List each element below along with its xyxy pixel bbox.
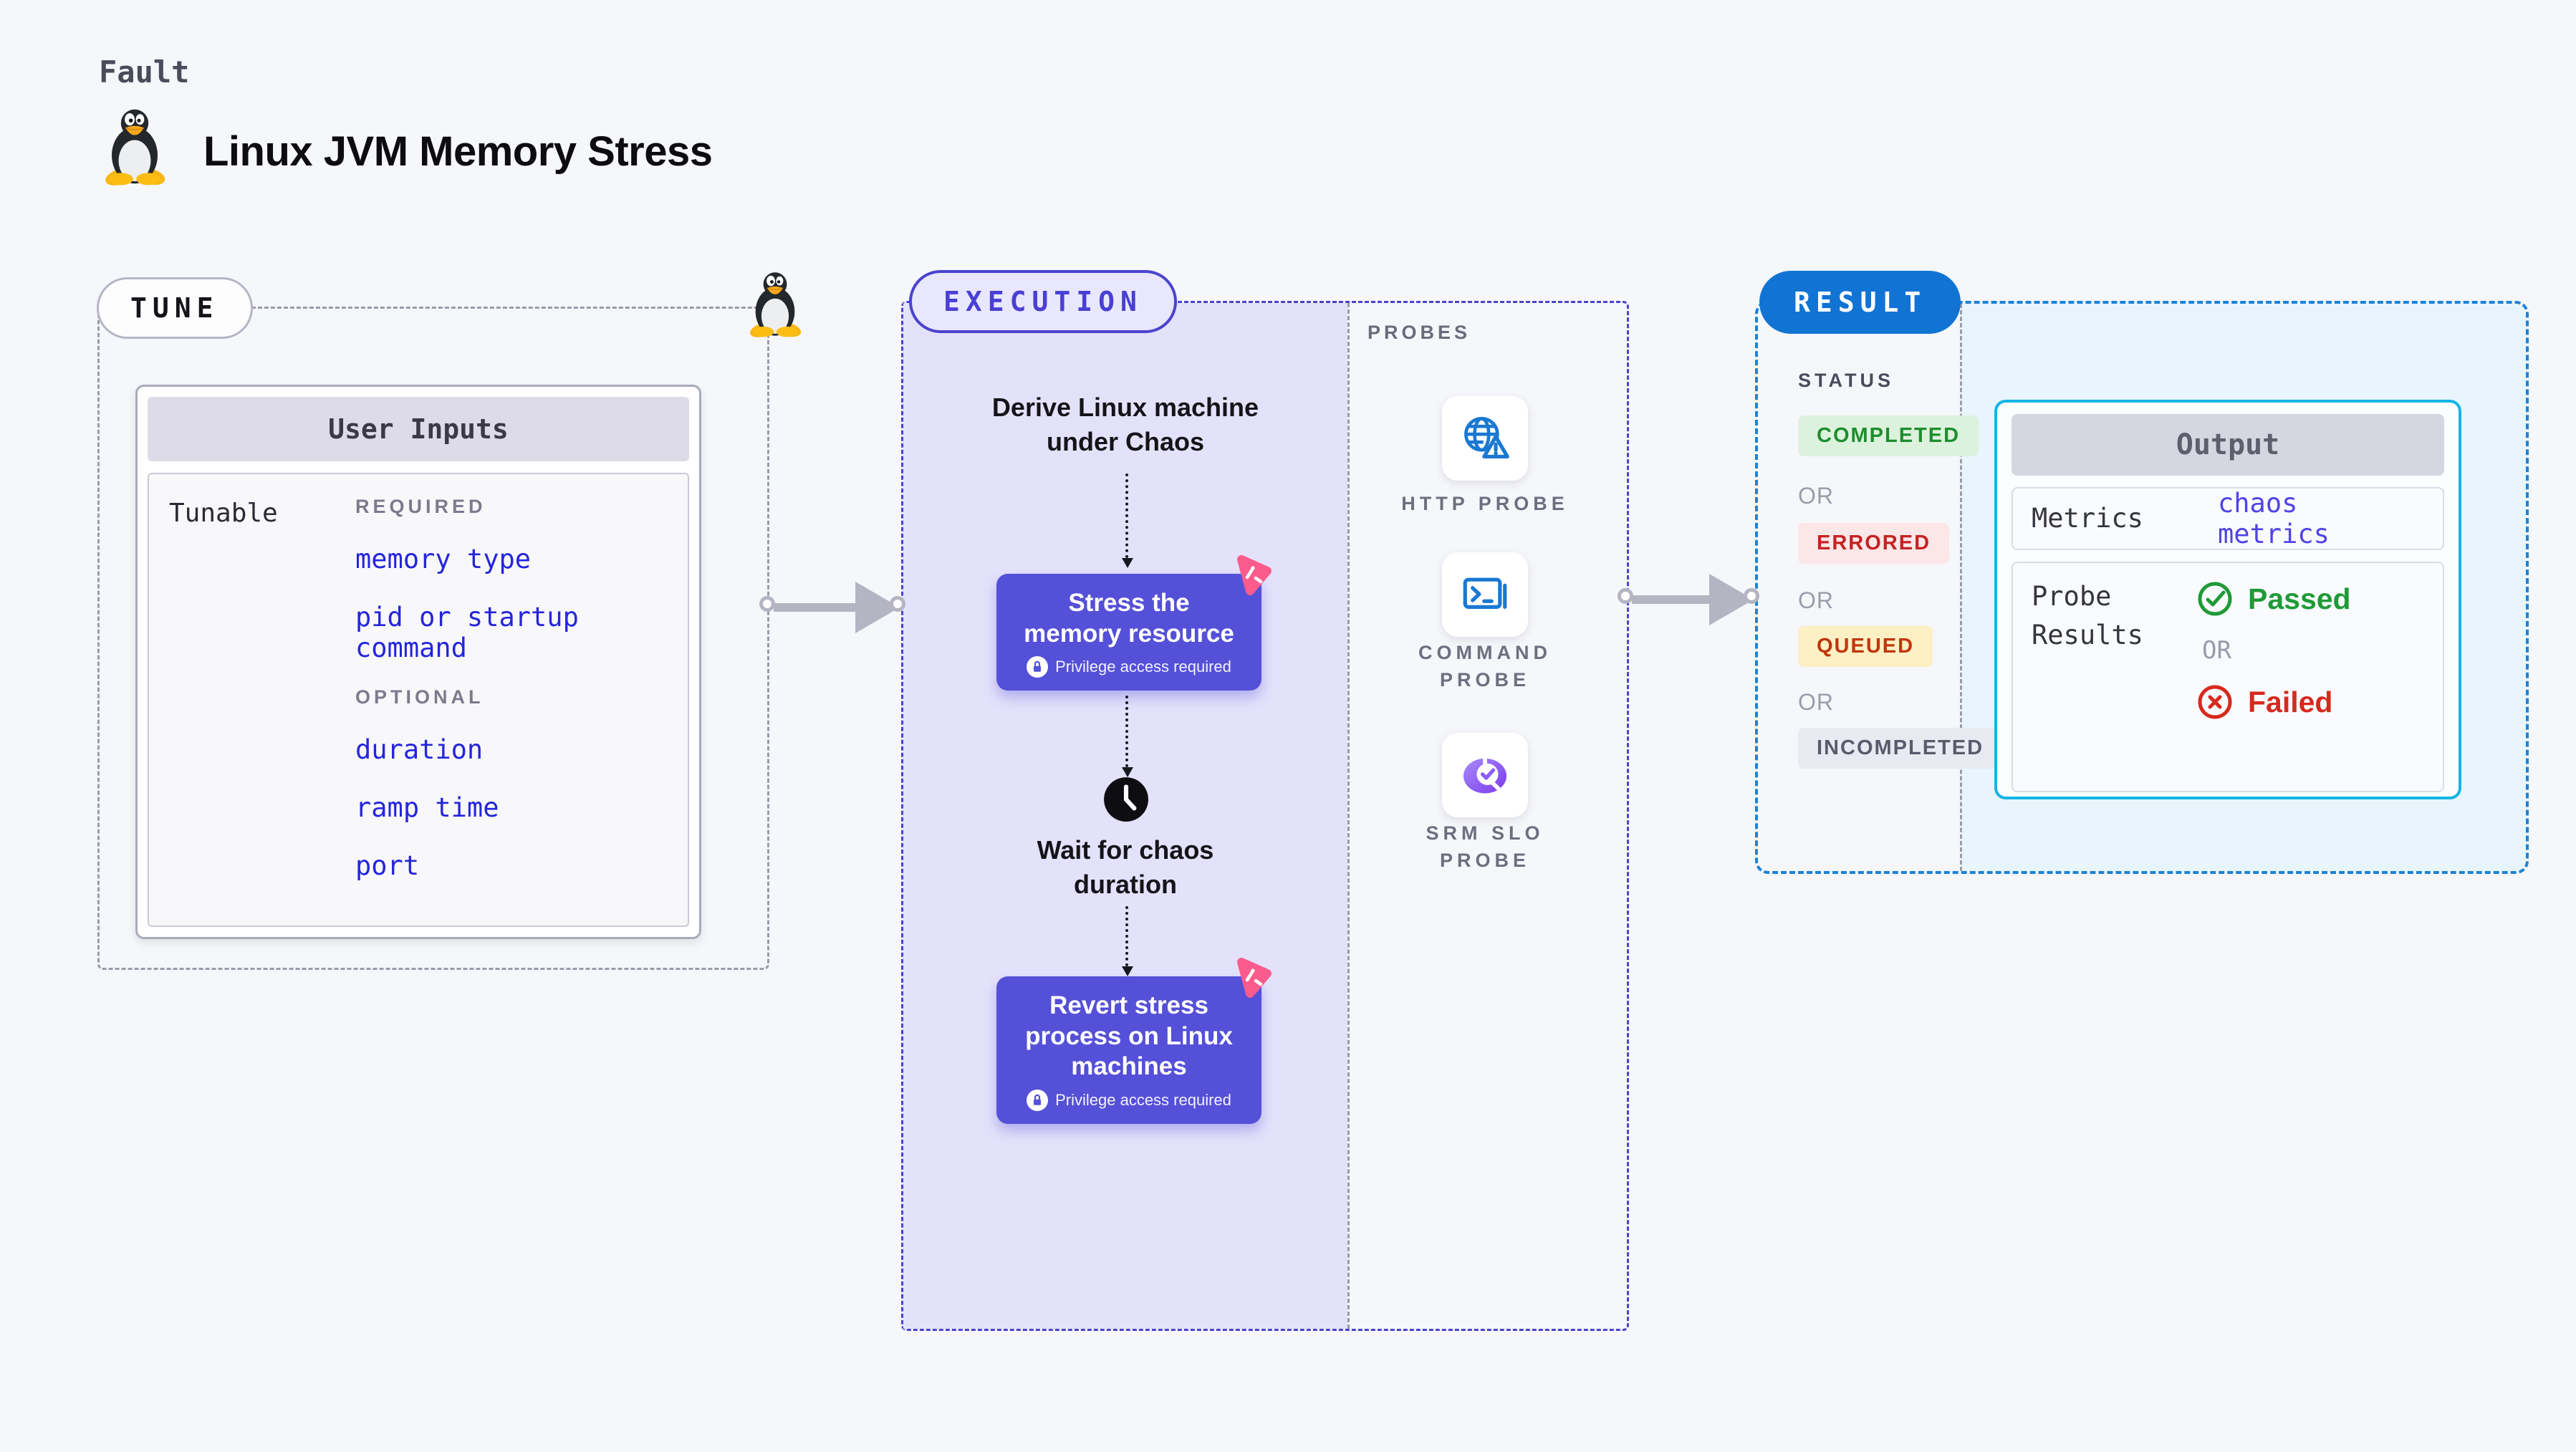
passed-check-icon <box>2198 582 2232 616</box>
linux-tux-corner-icon <box>750 272 802 337</box>
connector-node <box>759 596 775 612</box>
lock-icon <box>1027 656 1049 678</box>
output-title: Output <box>2012 414 2444 476</box>
execution-to-result-arrow <box>1618 565 1759 634</box>
tunable-item-pid-or-startup-command[interactable]: pid or startup command <box>355 602 579 663</box>
optional-heading: OPTIONAL <box>355 686 484 708</box>
wait-step-text: Wait for chaos duration <box>1037 835 1214 899</box>
tunable-item-port[interactable]: port <box>355 850 420 881</box>
status-badge-errored: ERRORED <box>1798 523 1950 564</box>
or-separator: OR <box>1798 587 1834 613</box>
command-probe-card <box>1442 552 1528 637</box>
tune-pill: TUNE <box>97 277 253 339</box>
srm-slo-probe-label: SRM SLO PROBE <box>1426 822 1544 871</box>
status-heading: STATUS <box>1798 370 1894 391</box>
tune-to-execution-arrow <box>759 573 905 642</box>
tunable-item-memory-type[interactable]: memory type <box>355 544 532 574</box>
or-separator: OR <box>2202 636 2231 665</box>
probes-heading: PROBES <box>1368 322 1471 343</box>
result-section: RESULT STATUS COMPLETED OR ERRORED OR QU… <box>1755 271 2529 874</box>
arrow-shaft <box>1632 595 1711 604</box>
user-inputs-card: User Inputs Tunable REQUIRED memory type… <box>135 385 701 939</box>
status-badge-incompleted: INCOMPLETED <box>1798 728 2003 769</box>
http-probe-label: HTTP PROBE <box>1401 493 1569 514</box>
metrics-row: Metrics chaos metrics <box>2012 487 2444 550</box>
status-badge-queued: QUEUED <box>1798 626 1933 667</box>
arrowhead-icon <box>1122 966 1133 976</box>
result-pill: RESULT <box>1759 271 1961 334</box>
linux-tux-icon <box>105 109 165 186</box>
page-title: Linux JVM Memory Stress <box>203 128 713 175</box>
chaos-experiment-icon <box>1237 555 1272 595</box>
connector-node <box>1618 588 1633 604</box>
probe-results-row: Probe Results Passed OR Failed <box>2012 562 2444 792</box>
tune-section: TUNE User Inputs Tunable REQUIRED memory… <box>97 272 802 970</box>
stress-step-title: Stress the memory resource <box>1024 589 1234 648</box>
derive-step-text: Derive Linux machine under Chaos <box>991 393 1259 456</box>
wait-clock-icon <box>1104 777 1148 822</box>
passed-label: Passed <box>2248 582 2351 615</box>
srm-slo-probe-card <box>1442 733 1528 817</box>
privilege-note: Privilege access required <box>1055 1091 1231 1110</box>
tunable-item-ramp-time[interactable]: ramp time <box>355 792 499 823</box>
stress-memory-step[interactable]: Stress the memory resource Privilege acc… <box>996 555 1272 691</box>
metrics-label: Metrics <box>2032 503 2143 534</box>
probe-results-label: Probe Results <box>2032 581 2143 650</box>
connector-node <box>1744 588 1759 604</box>
required-heading: REQUIRED <box>355 496 486 517</box>
or-separator: OR <box>1798 483 1834 509</box>
privilege-note: Privilege access required <box>1055 658 1231 676</box>
terminal-icon <box>1463 577 1507 609</box>
arrow-shaft <box>774 603 857 612</box>
execution-section: EXECUTION Derive Linux machine under Cha… <box>901 270 1629 1331</box>
chaos-metrics-link[interactable]: chaos metrics <box>2218 488 2330 549</box>
failed-label: Failed <box>2248 685 2333 718</box>
revert-step-title: Revert stress process on Linux machines <box>1025 991 1233 1081</box>
tunable-label: Tunable <box>169 499 278 528</box>
globe-warning-icon <box>1464 416 1509 459</box>
output-panel: Output Metrics chaos metrics Probe Resul… <box>1994 400 2461 799</box>
probes-separator <box>1347 303 1350 1329</box>
command-probe-label: COMMAND PROBE <box>1418 642 1552 691</box>
http-probe-card <box>1442 396 1528 481</box>
fault-kicker: Fault <box>99 54 190 90</box>
arrowhead-icon <box>1122 767 1133 777</box>
connector-node <box>890 596 905 612</box>
lock-icon <box>1027 1090 1049 1112</box>
flow-connector <box>1122 696 1133 777</box>
flow-connector <box>1122 473 1133 568</box>
slo-pie-check-icon <box>1463 757 1507 794</box>
revert-stress-step[interactable]: Revert stress process on Linux machines … <box>996 958 1272 1125</box>
arrowhead-icon <box>1122 558 1133 568</box>
or-separator: OR <box>1798 689 1834 715</box>
flow-connector <box>1122 906 1133 976</box>
failed-x-icon <box>2198 685 2232 719</box>
user-inputs-title: User Inputs <box>148 397 689 461</box>
chaos-experiment-icon <box>1237 958 1272 998</box>
user-inputs-body: Tunable REQUIRED memory type pid or star… <box>148 473 689 927</box>
status-badge-completed: COMPLETED <box>1798 415 1979 456</box>
tunable-item-duration[interactable]: duration <box>355 734 484 765</box>
execution-pill: EXECUTION <box>909 270 1177 333</box>
